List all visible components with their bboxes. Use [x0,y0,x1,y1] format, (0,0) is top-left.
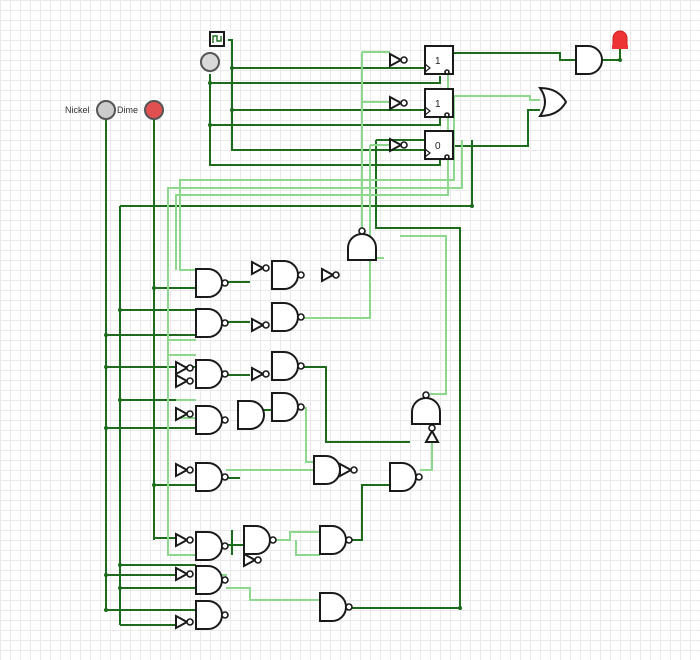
dime-label: Dime [117,105,138,115]
output-led-icon [612,30,628,60]
dime-input[interactable]: Dime [117,100,164,120]
nickel-input[interactable]: Nickel [65,100,116,120]
nickel-label: Nickel [65,105,90,115]
flipflop-value: 1 [435,99,441,110]
push-button[interactable] [200,52,220,72]
flipflop-2[interactable]: 0 [424,130,454,160]
flipflop-value: 1 [435,56,441,67]
active-wires [105,39,620,626]
wire-junctions [104,58,622,612]
logic-gates [175,45,603,630]
flipflop-0[interactable]: 1 [424,45,454,75]
flipflop-1[interactable]: 1 [424,88,454,118]
flipflop-value: 0 [435,141,441,152]
output-or-gate [538,86,568,118]
output-and-gate [575,45,603,75]
clock-icon[interactable] [209,31,225,47]
